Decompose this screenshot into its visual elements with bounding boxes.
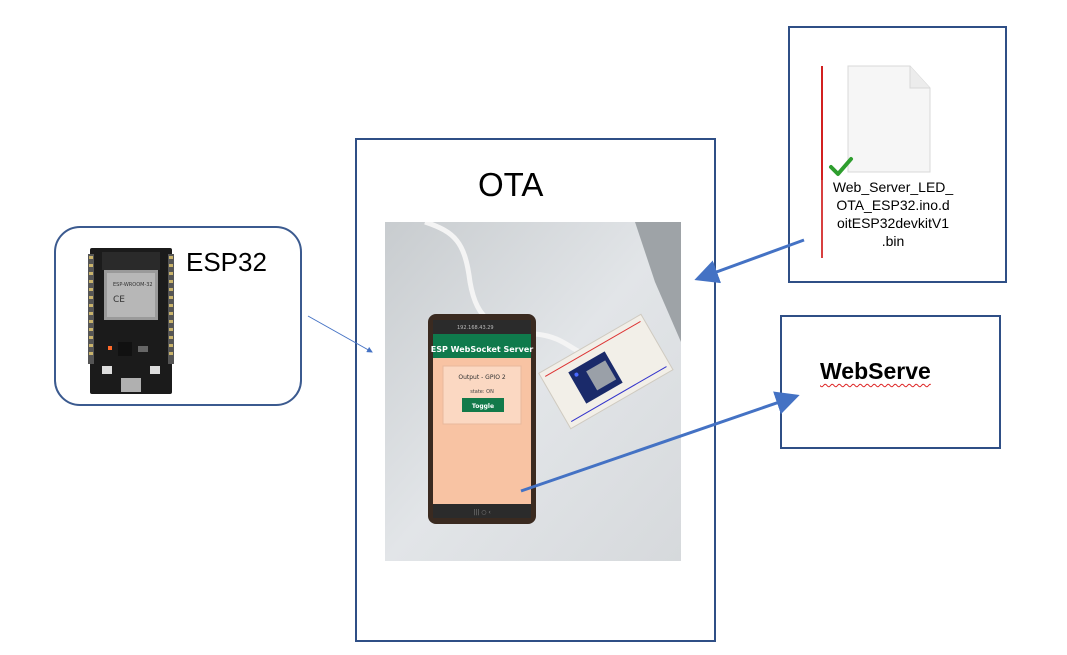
phone-toggle-button[interactable] [462,398,504,412]
phone-toggle-label: Toggle [472,403,494,410]
file-selection-bar [821,66,823,258]
phone-app-title: ESP WebSocket Server [431,345,533,354]
webserver-label: WebServe [820,358,931,384]
phone-state-text: state: ON [470,389,494,395]
svg-text:||| ○ ‹: ||| ○ ‹ [473,509,491,516]
firmware-file-name: Web_Server_LED_ OTA_ESP32.ino.d oitESP32… [832,179,954,249]
webserver-box [780,315,1001,449]
check-icon [829,157,853,176]
phone-url: 192.168.43.29 [457,325,494,331]
svg-text:CE: CE [113,295,125,305]
board-chip-text: ESP-WROOM-32 [113,282,153,288]
esp32-board-image: ESP-WROOM-32 CE [88,248,174,394]
ota-demo-photo: 192.168.43.29 ESP WebSocket Server Outpu… [385,222,681,561]
ota-label: OTA [478,166,544,203]
esp32-label: ESP32 [186,247,267,277]
phone-output-label: Output - GPIO 2 [458,374,505,381]
